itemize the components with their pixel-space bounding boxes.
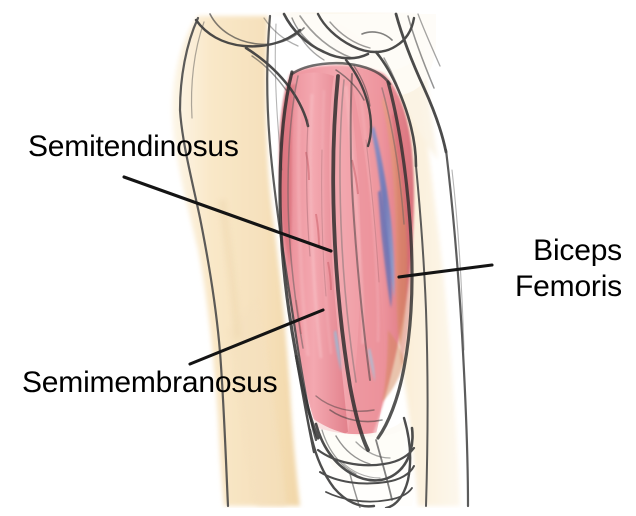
label-semitendinosus: Semitendinosus: [28, 130, 239, 163]
figure-group: [172, 0, 470, 516]
semitendinosus-leader: [122, 175, 333, 253]
label-biceps-femoris: Biceps Femoris: [515, 233, 622, 305]
muscle-fascial-lines: [278, 61, 414, 452]
left-thigh-shading: [218, 199, 286, 506]
top-page-mark: [313, 0, 323, 3]
bottom-page-mark: [312, 512, 324, 516]
leader-lines-group: [122, 175, 494, 366]
biceps-femoris-leader: [397, 263, 494, 279]
hamstring-muscle-mass: [278, 65, 414, 439]
knee-linework: [294, 354, 416, 508]
semimembranosus-leader: [188, 308, 325, 366]
label-biceps-femoris-line1: Biceps: [533, 234, 622, 267]
label-semimembranosus: Semimembranosus: [22, 366, 278, 399]
label-biceps-femoris-line2: Femoris: [515, 270, 622, 303]
